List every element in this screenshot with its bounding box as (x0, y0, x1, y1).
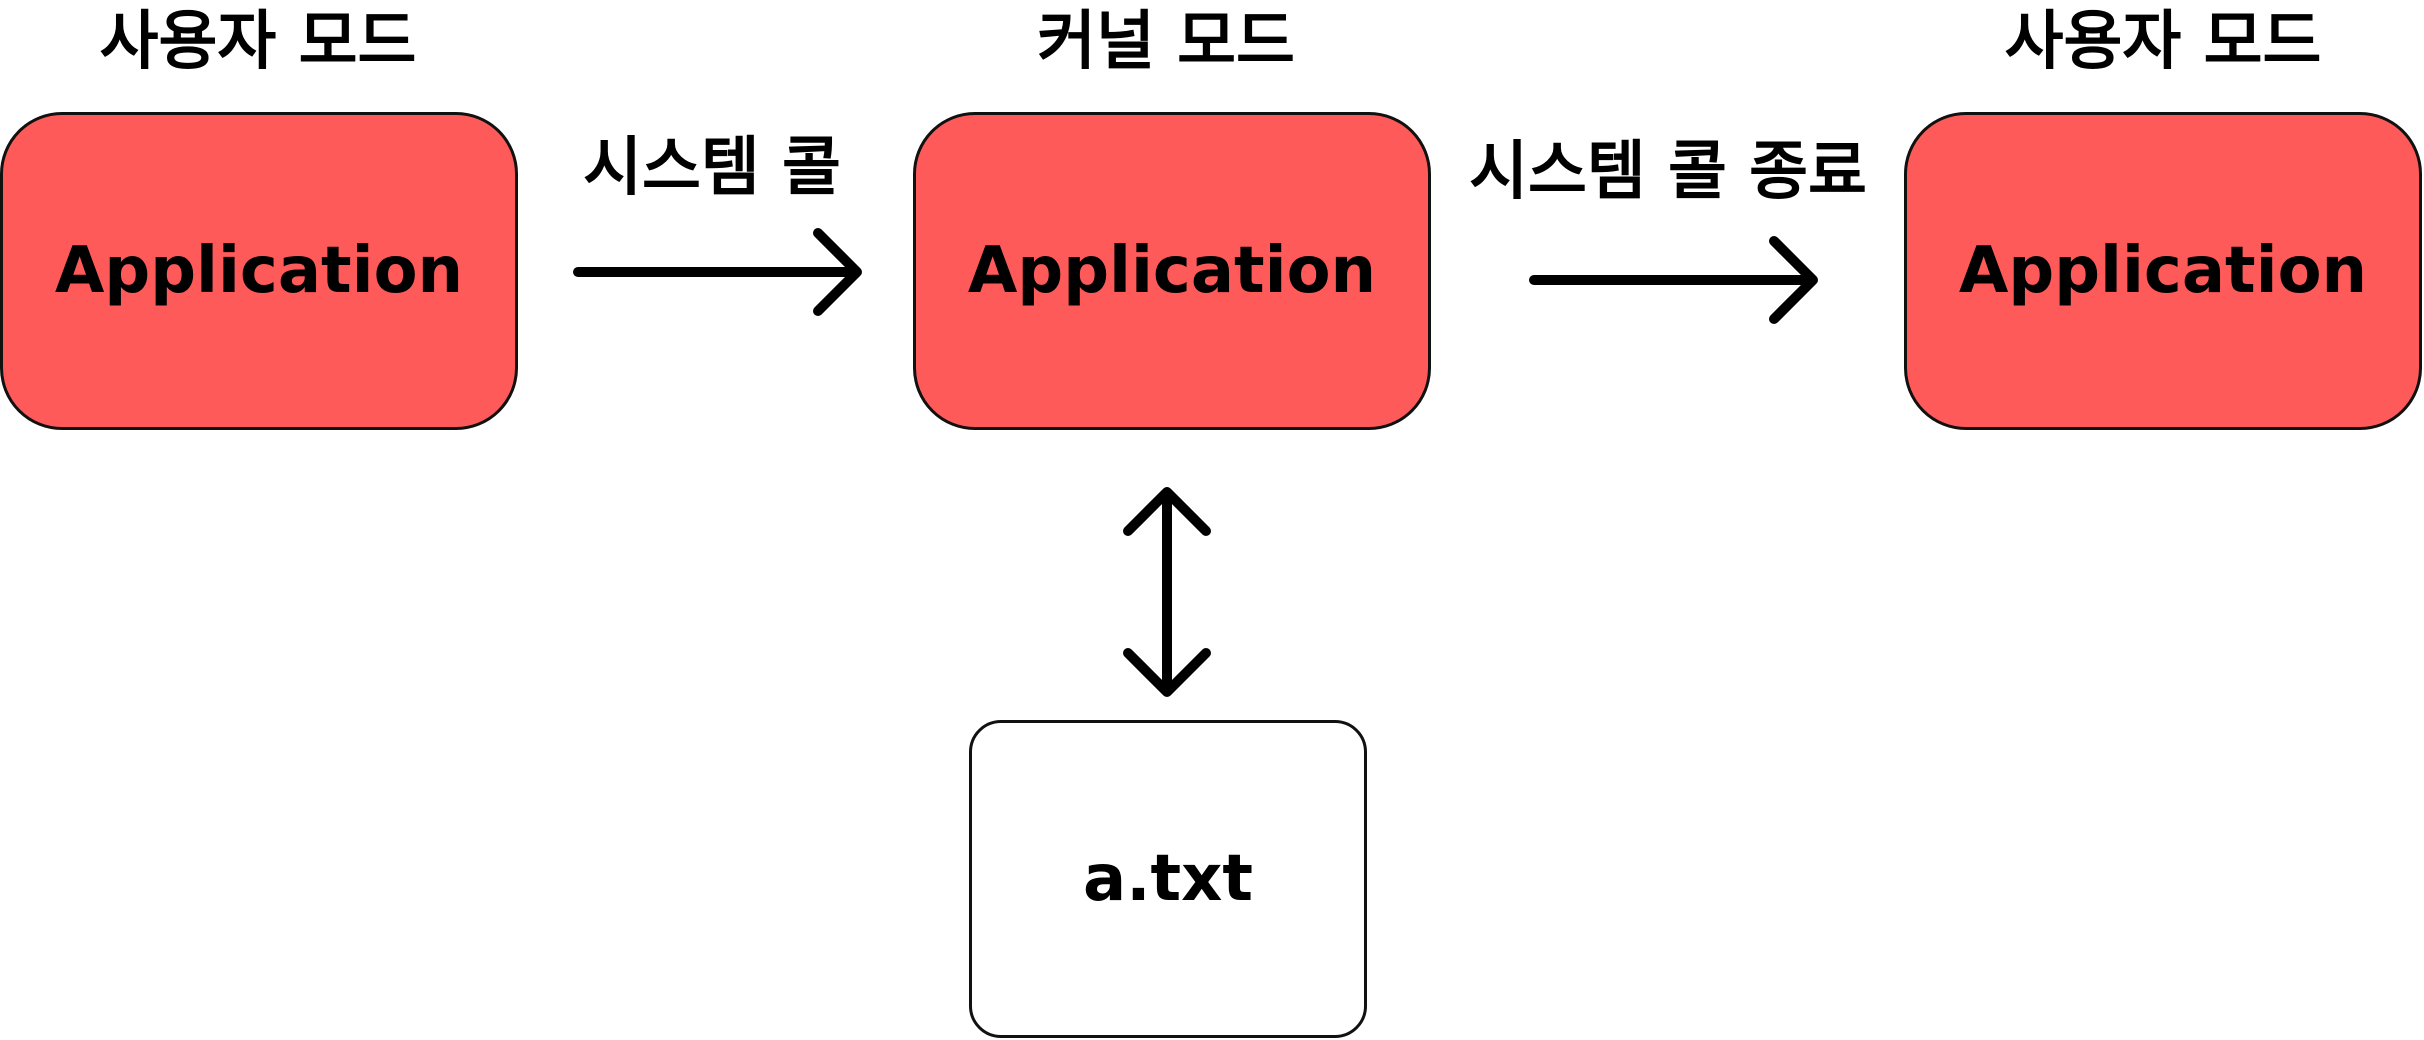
application-label: Application (54, 234, 464, 308)
application-box-user-left: Application (0, 112, 518, 430)
syscall-arrow (573, 228, 862, 316)
file-access-arrow (1123, 487, 1211, 697)
file-box: a.txt (969, 720, 1367, 1038)
mode-heading-user-right: 사용자 모드 (2004, 5, 2322, 79)
mode-heading-kernel: 커널 모드 (1037, 5, 1295, 79)
syscall-end-label: 시스템 콜 종료 (1469, 135, 1867, 209)
application-label: Application (1958, 234, 2368, 308)
application-label: Application (967, 234, 1377, 308)
syscall-label: 시스템 콜 (583, 131, 841, 205)
mode-heading-user-left: 사용자 모드 (99, 5, 417, 79)
file-label: a.txt (1083, 842, 1253, 916)
application-box-kernel: Application (913, 112, 1431, 430)
syscall-end-arrow (1529, 236, 1818, 324)
application-box-user-right: Application (1904, 112, 2422, 430)
